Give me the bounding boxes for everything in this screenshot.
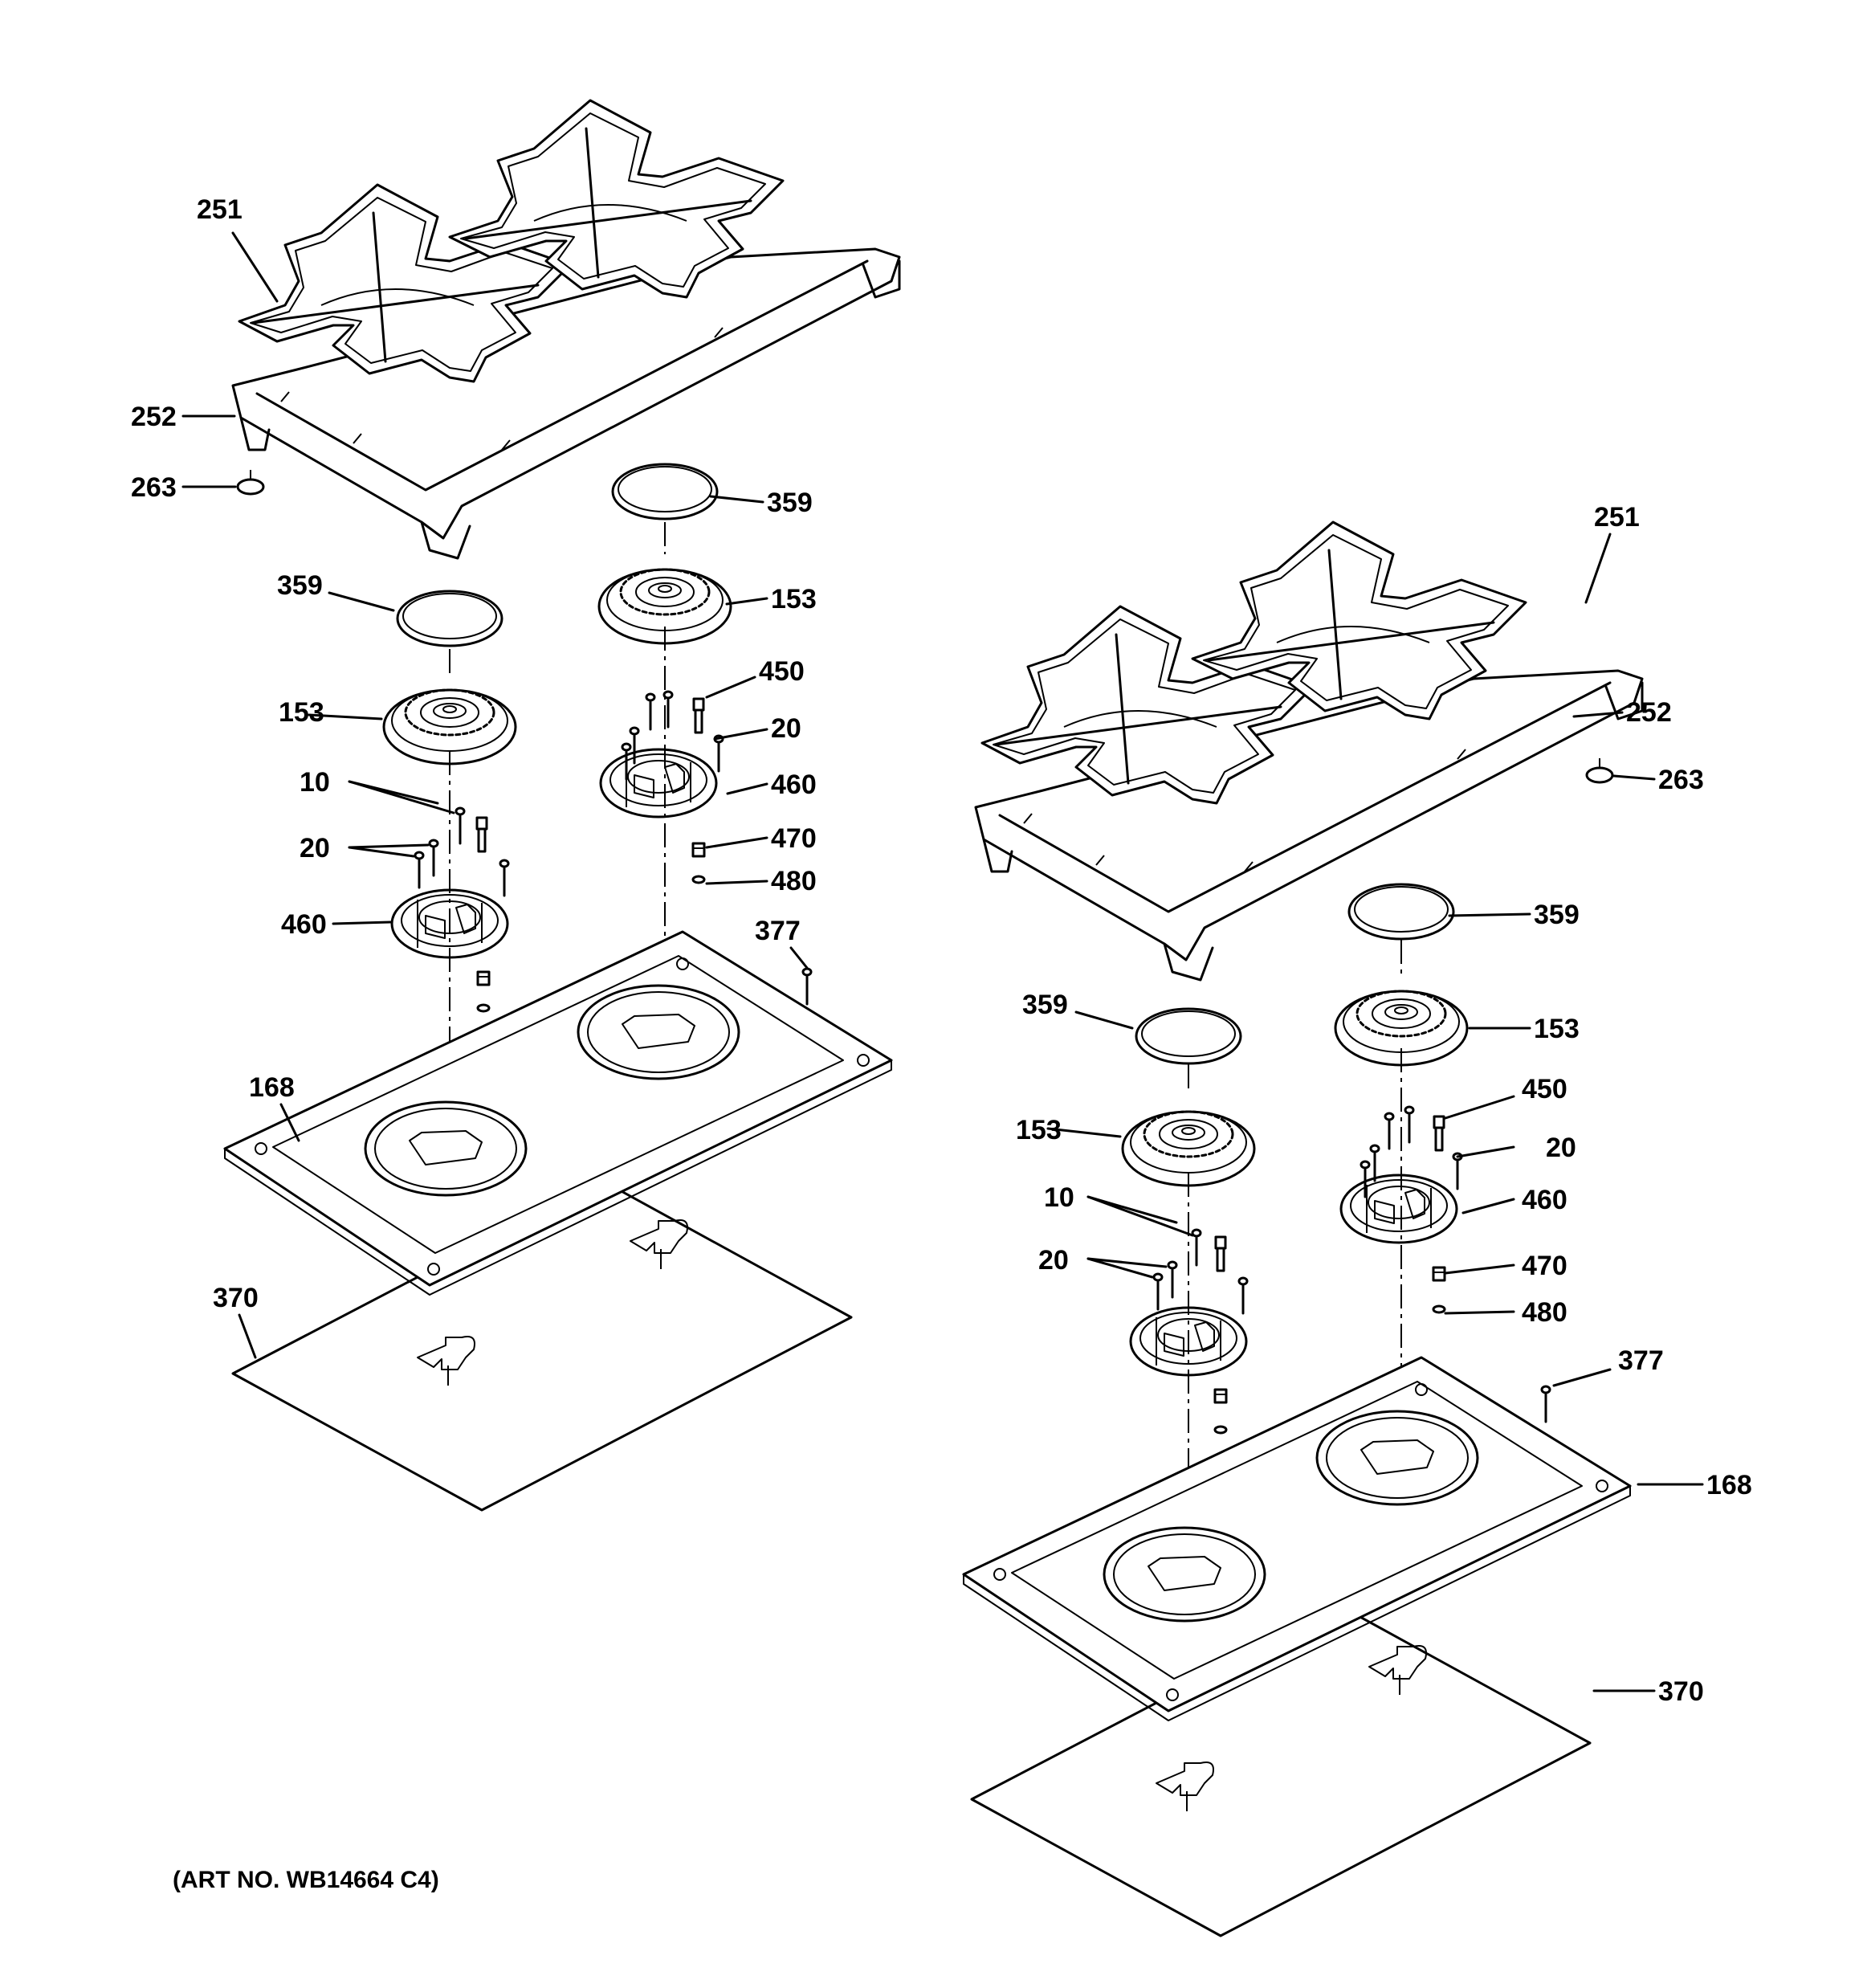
right-screw xyxy=(1384,1112,1395,1150)
right-back-base xyxy=(1339,1174,1458,1244)
left-screw xyxy=(499,859,510,897)
right-pan-screw xyxy=(1540,1385,1551,1423)
label-359: 359 xyxy=(767,488,813,518)
art-number: (ART NO. WB14664 C4) xyxy=(173,1867,439,1893)
left-screw xyxy=(645,692,656,731)
label-460: 460 xyxy=(1522,1185,1567,1215)
left-screw xyxy=(414,851,425,889)
label-153: 153 xyxy=(1534,1014,1580,1044)
label-10: 10 xyxy=(300,767,330,798)
label-20: 20 xyxy=(300,833,330,863)
label-370: 370 xyxy=(213,1283,259,1313)
left-electrode xyxy=(475,816,488,853)
label-480: 480 xyxy=(1522,1297,1567,1328)
label-153: 153 xyxy=(1016,1115,1062,1145)
label-251: 251 xyxy=(197,194,243,225)
right-callouts: 251 252 263 359 153 359 450 20 460 153 1… xyxy=(1016,502,1752,1707)
right-assembly xyxy=(962,520,1644,1937)
label-450: 450 xyxy=(1522,1074,1567,1104)
label-168: 168 xyxy=(1706,1470,1752,1500)
label-359: 359 xyxy=(277,570,323,601)
right-screw xyxy=(1191,1228,1202,1267)
label-10: 10 xyxy=(1044,1182,1074,1213)
right-front-cap xyxy=(1135,1007,1242,1065)
label-460: 460 xyxy=(281,909,327,940)
right-electrode xyxy=(1214,1235,1227,1272)
label-460: 460 xyxy=(771,769,817,800)
left-assembly xyxy=(223,99,901,1512)
left-back-base xyxy=(599,748,718,818)
label-359: 359 xyxy=(1534,900,1580,930)
right-electrode xyxy=(1433,1115,1445,1152)
left-screw xyxy=(455,806,466,845)
label-450: 450 xyxy=(759,656,805,687)
right-screw xyxy=(1452,1152,1463,1190)
right-screw xyxy=(1152,1272,1164,1311)
left-front-cap xyxy=(396,590,503,647)
label-470: 470 xyxy=(771,823,817,854)
left-orifice xyxy=(691,842,706,858)
right-screw xyxy=(1237,1276,1249,1315)
label-377: 377 xyxy=(1618,1345,1664,1376)
right-washer xyxy=(1213,1425,1228,1435)
label-20: 20 xyxy=(1038,1245,1069,1276)
label-370: 370 xyxy=(1658,1676,1704,1707)
label-252: 252 xyxy=(131,402,177,432)
left-foot xyxy=(236,478,265,496)
left-washer xyxy=(691,875,706,884)
left-orifice xyxy=(476,970,491,986)
label-20: 20 xyxy=(771,713,801,744)
label-251: 251 xyxy=(1594,502,1640,533)
right-orifice xyxy=(1213,1388,1228,1404)
label-153: 153 xyxy=(279,697,324,728)
right-washer xyxy=(1432,1304,1446,1314)
label-168: 168 xyxy=(249,1072,295,1103)
left-callouts: 251 252 263 359 153 359 153 450 20 460 1… xyxy=(131,194,817,1313)
label-470: 470 xyxy=(1522,1251,1567,1281)
label-20: 20 xyxy=(1546,1133,1576,1163)
left-pan-screw xyxy=(801,967,813,1006)
right-screw xyxy=(1167,1260,1178,1299)
label-263: 263 xyxy=(1658,765,1704,795)
right-foot xyxy=(1585,766,1614,784)
left-back-cap xyxy=(611,463,719,520)
right-screw xyxy=(1404,1105,1415,1144)
right-back-cap xyxy=(1347,883,1455,941)
label-153: 153 xyxy=(771,584,817,614)
left-screw xyxy=(428,839,439,877)
right-screw xyxy=(1369,1144,1380,1182)
leader-lines xyxy=(181,231,1704,1692)
left-washer xyxy=(476,1003,491,1013)
label-359: 359 xyxy=(1022,990,1068,1020)
label-377: 377 xyxy=(755,916,801,946)
left-screw xyxy=(713,734,724,773)
right-orifice xyxy=(1432,1266,1446,1282)
label-480: 480 xyxy=(771,866,817,896)
label-263: 263 xyxy=(131,472,177,503)
left-electrode xyxy=(692,697,705,734)
label-252: 252 xyxy=(1626,697,1672,728)
